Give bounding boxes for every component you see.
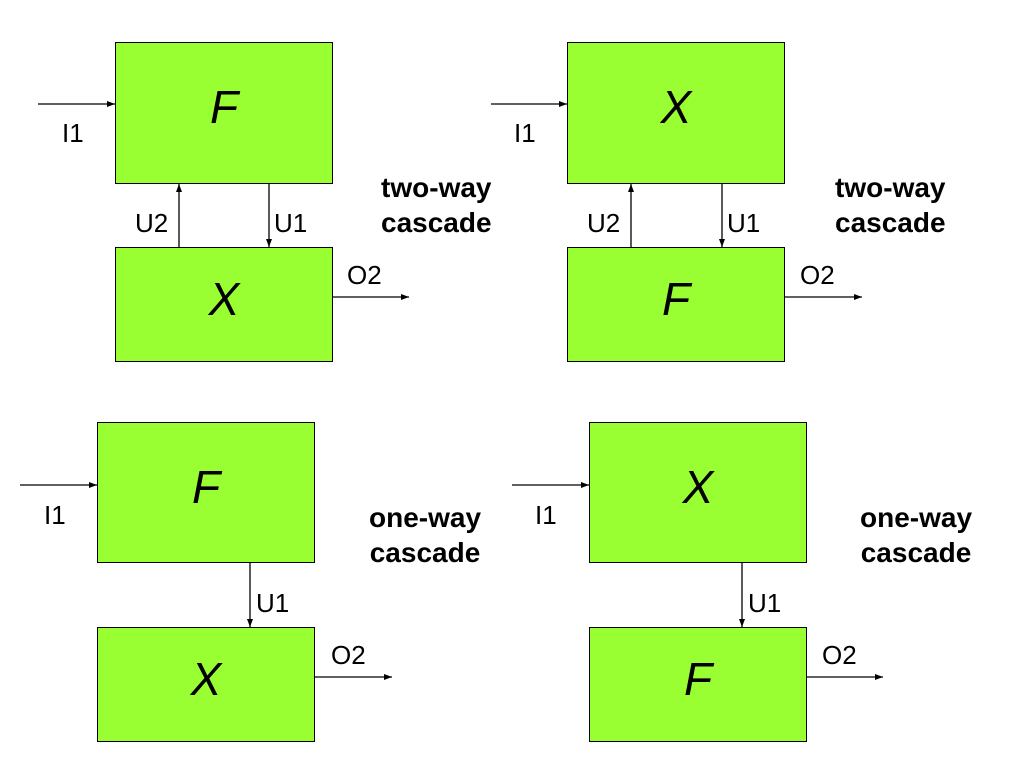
d3-caption: one-way cascade xyxy=(369,500,481,570)
d3-feedforward-label: U1 xyxy=(256,588,290,618)
d4-feedforward-label: U1 xyxy=(748,588,782,618)
d3-input-label: I1 xyxy=(44,500,66,530)
d1-feedforward-label: U1 xyxy=(274,208,308,238)
d1-bottom-block-label: X xyxy=(208,272,240,325)
d1-top-block-label: F xyxy=(209,81,239,133)
d3-caption-line2: cascade xyxy=(369,537,481,568)
d2-feedback-label: U2 xyxy=(587,208,621,238)
d3-output-label: O2 xyxy=(331,640,366,670)
d4-caption-line2: cascade xyxy=(860,537,972,568)
d2-bottom-block-label: F xyxy=(661,272,691,325)
d3-top-block: F xyxy=(97,422,315,563)
d4-caption: one-way cascade xyxy=(860,500,972,570)
d2-top-block: X xyxy=(567,42,785,184)
d2-output-label: O2 xyxy=(800,260,835,290)
d4-output-label: O2 xyxy=(822,640,857,670)
d1-caption-line1: two-way xyxy=(381,172,492,203)
d3-caption-line1: one-way xyxy=(369,502,482,533)
d2-bottom-block: F xyxy=(567,247,785,362)
d1-top-block: F xyxy=(115,42,333,184)
d2-input-label: I1 xyxy=(514,118,536,148)
d3-top-block-label: F xyxy=(191,460,221,513)
d1-caption: two-way cascade xyxy=(381,170,492,240)
d2-caption: two-way cascade xyxy=(835,170,946,240)
d2-caption-line2: cascade xyxy=(835,207,946,238)
d1-output-label: O2 xyxy=(347,260,382,290)
d4-input-label: I1 xyxy=(535,500,557,530)
d4-bottom-block-label: F xyxy=(683,652,713,705)
d2-caption-line1: two-way xyxy=(835,172,946,203)
d1-bottom-block: X xyxy=(115,247,333,362)
d4-top-block: X xyxy=(589,422,807,563)
d1-caption-line2: cascade xyxy=(381,207,492,238)
d2-feedforward-label: U1 xyxy=(727,208,761,238)
d4-caption-line1: one-way xyxy=(860,502,973,533)
d1-input-label: I1 xyxy=(62,118,84,148)
d3-bottom-block: X xyxy=(97,627,315,742)
d2-top-block-label: X xyxy=(660,81,692,133)
d4-bottom-block: F xyxy=(589,627,807,742)
d3-bottom-block-label: X xyxy=(190,652,222,705)
d4-top-block-label: X xyxy=(682,460,714,513)
d1-feedback-label: U2 xyxy=(135,208,169,238)
